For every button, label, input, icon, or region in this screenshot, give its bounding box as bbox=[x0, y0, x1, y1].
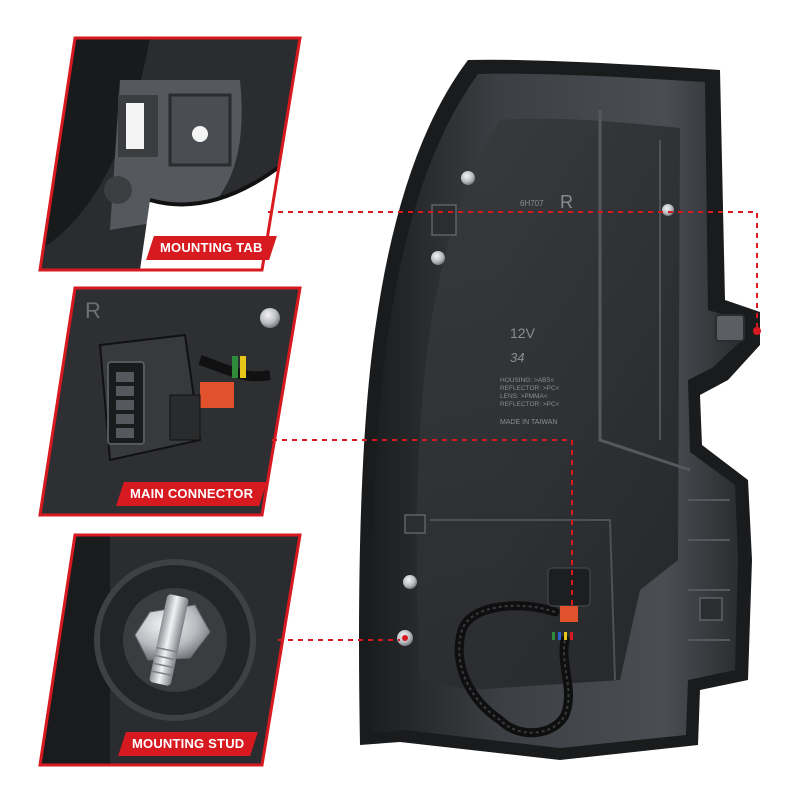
voltage-label: 12V bbox=[510, 325, 536, 341]
mounting-tab-label-text: MOUNTING TAB bbox=[160, 240, 263, 255]
bolt bbox=[662, 204, 674, 216]
mounting-stud-label-text: MOUNTING STUD bbox=[132, 736, 245, 751]
side-letter: R bbox=[560, 192, 573, 212]
material-line: REFLECTOR: >PC< bbox=[500, 401, 560, 408]
leader-main-connector bbox=[272, 439, 573, 605]
main-connector-label-text: MAIN CONNECTOR bbox=[130, 486, 254, 501]
bolt bbox=[431, 251, 445, 265]
bolt bbox=[403, 575, 417, 589]
detail-panel-main-connector: R bbox=[38, 286, 302, 517]
part-code: 6H707 bbox=[520, 199, 544, 208]
bolt bbox=[461, 171, 475, 185]
side-letter: R bbox=[85, 298, 101, 323]
material-line: HOUSING: >ABS< bbox=[500, 377, 555, 384]
mfg-code: 34 bbox=[510, 350, 524, 365]
embossed-markings: R 6H707 12V 34 HOUSING: >ABS< REFLECTOR:… bbox=[500, 192, 573, 426]
origin-label: MADE IN TAIWAN bbox=[500, 419, 557, 426]
mounting-stud-label: MOUNTING STUD bbox=[118, 732, 259, 756]
callout-leaders bbox=[268, 211, 758, 641]
wiring-harness bbox=[454, 567, 591, 738]
detail-panel-mounting-stud bbox=[38, 533, 302, 767]
tail-lamp-housing bbox=[359, 59, 761, 760]
harness-connector bbox=[547, 567, 591, 607]
mounting-tab-label: MOUNTING TAB bbox=[146, 236, 277, 260]
material-line: LENS: >PMMA< bbox=[500, 393, 548, 400]
leader-mounting-tab bbox=[268, 211, 758, 330]
main-connector-label: MAIN CONNECTOR bbox=[116, 482, 268, 506]
material-line: REFLECTOR: >PC< bbox=[500, 385, 560, 392]
